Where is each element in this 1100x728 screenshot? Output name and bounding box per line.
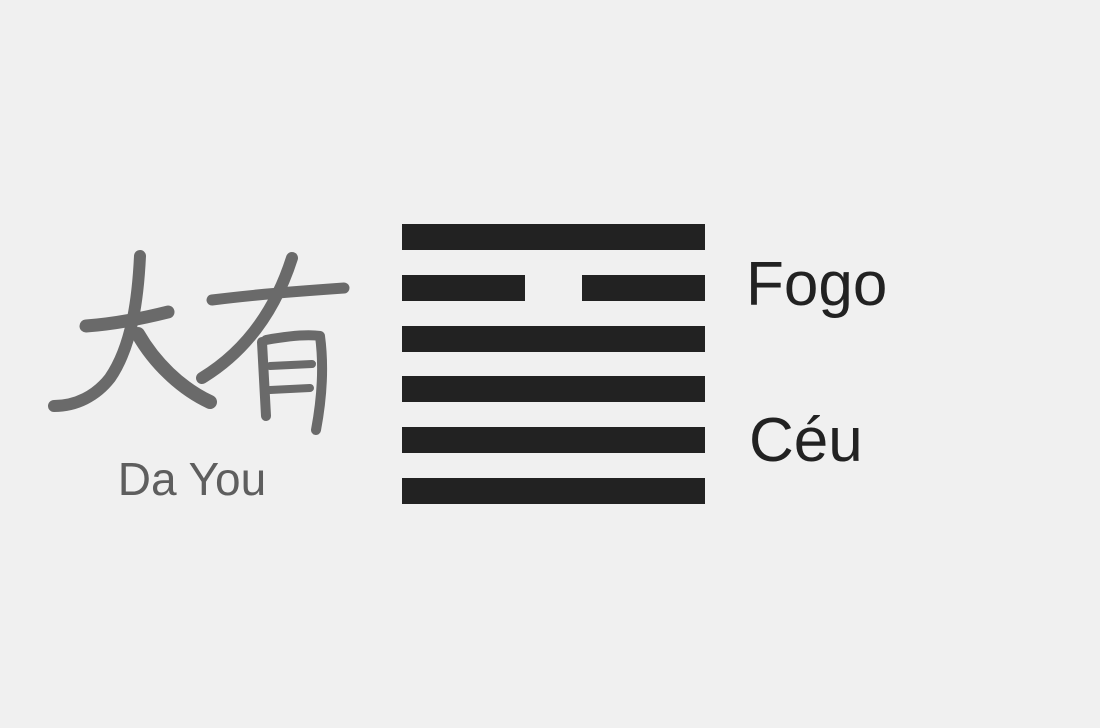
calligraphy-stroke bbox=[257, 337, 271, 421]
hexagram-line-4-solid bbox=[402, 376, 705, 402]
hexagram-line-segment bbox=[402, 326, 705, 352]
hexagram-line-3-solid bbox=[402, 326, 705, 352]
calligraphy-stroke bbox=[266, 360, 316, 370]
hexagram-line-segment bbox=[402, 275, 525, 301]
calligraphy-da-you bbox=[48, 250, 350, 435]
hexagram-line-5-solid bbox=[402, 427, 705, 453]
calligraphy-stroke bbox=[206, 282, 350, 306]
lower-trigram-label: Céu bbox=[749, 406, 863, 475]
hexagram-line-segment bbox=[582, 275, 705, 301]
hexagram-line-segment bbox=[402, 224, 705, 250]
hexagram-line-segment bbox=[402, 376, 705, 402]
calligraphy-stroke bbox=[196, 252, 298, 384]
hexagram-diagram bbox=[402, 224, 705, 504]
hexagram-line-2-broken bbox=[402, 275, 705, 301]
hexagram-pinyin-name: Da You bbox=[117, 453, 267, 505]
upper-trigram-label: Fogo bbox=[746, 250, 888, 319]
hexagram-line-1-solid bbox=[402, 224, 705, 250]
hexagram-line-6-solid bbox=[402, 478, 705, 504]
calligraphy-stroke bbox=[266, 384, 314, 394]
hexagram-line-segment bbox=[402, 478, 705, 504]
hexagram-line-segment bbox=[402, 427, 705, 453]
calligraphy-stroke bbox=[261, 330, 328, 435]
calligraphy-stroke bbox=[48, 250, 146, 412]
calligraphy-stroke bbox=[131, 327, 217, 409]
